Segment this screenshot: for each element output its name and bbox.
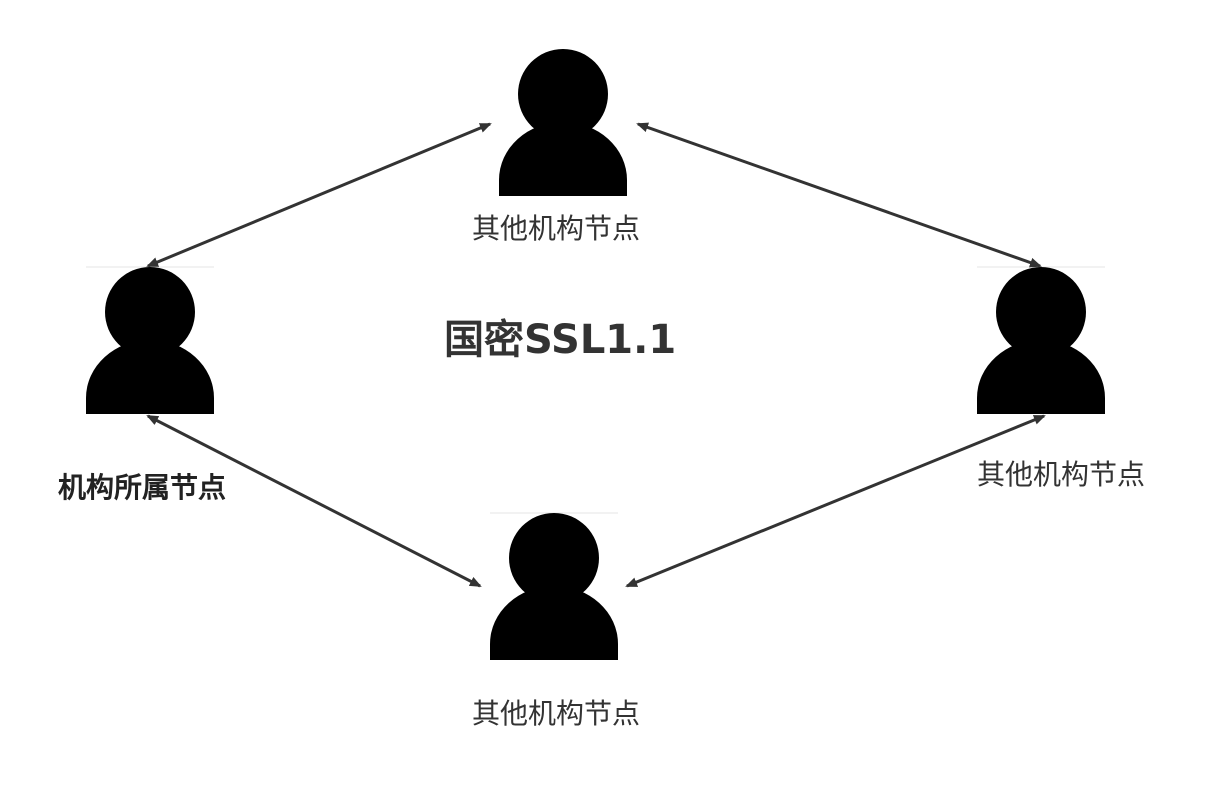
person-icon-top bbox=[499, 49, 627, 196]
person-icon-left bbox=[86, 267, 214, 414]
person-icon-bottom bbox=[490, 513, 618, 660]
diagram-title: 国密SSL1.1 bbox=[444, 317, 677, 363]
person-icon-right bbox=[977, 267, 1105, 414]
node-label-bottom: 其他机构节点 bbox=[472, 697, 641, 730]
edge-bottom-right bbox=[625, 414, 1046, 588]
edge-left-top bbox=[146, 122, 492, 268]
edge-top-right bbox=[636, 122, 1042, 268]
node-label-top: 其他机构节点 bbox=[472, 212, 641, 245]
edge-left-bottom bbox=[146, 414, 482, 588]
node-label-right: 其他机构节点 bbox=[977, 458, 1146, 491]
node-label-left: 机构所属节点 bbox=[58, 471, 227, 504]
